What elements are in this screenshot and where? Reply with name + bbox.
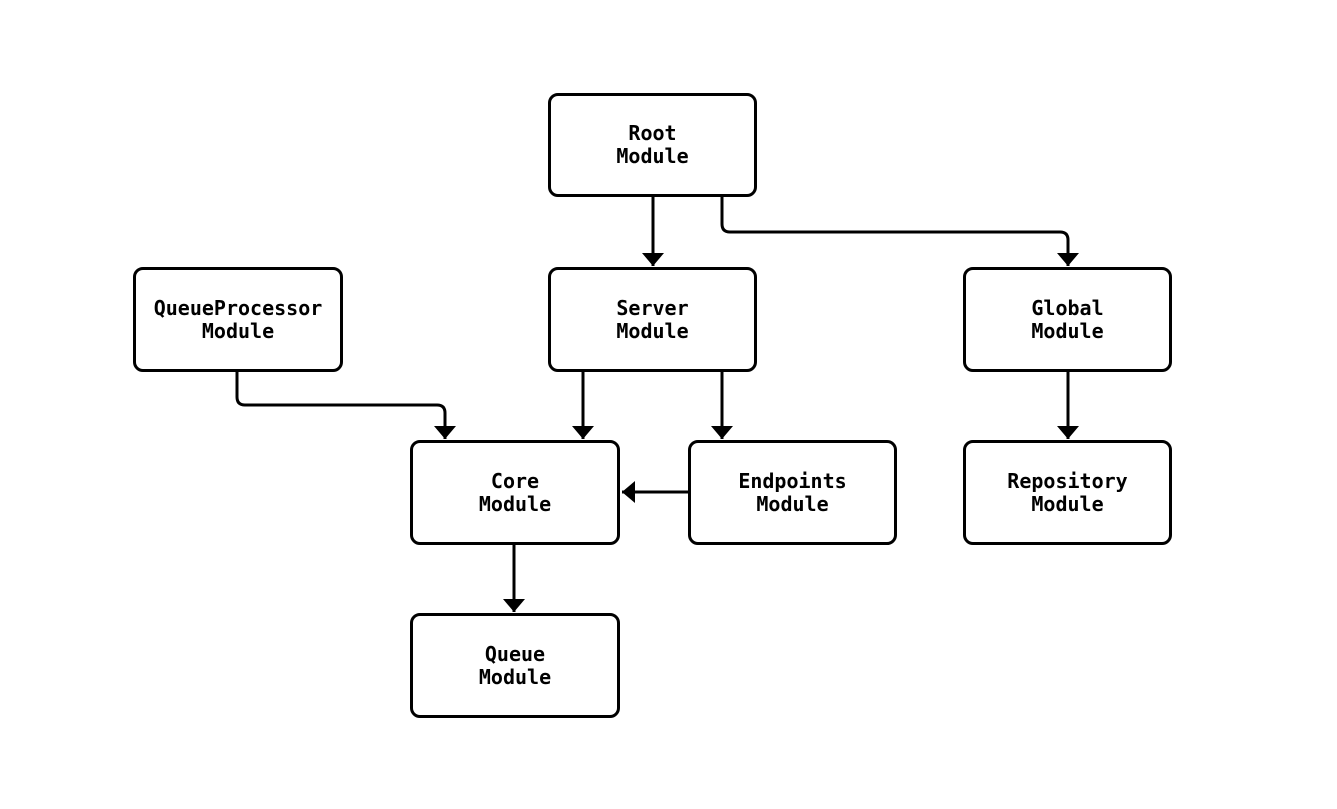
node-label-server-module: Server Module [616,295,689,343]
node-label-queue-module: Queue Module [478,641,552,689]
node-server-module: Server Module [548,267,757,372]
node-label-repository-module: Repository Module [1007,468,1128,516]
node-global-module: Global Module [963,267,1172,372]
node-endpoints-module: Endpoints Module [688,440,897,545]
node-queue-module: Queue Module [410,613,620,718]
node-root-module: Root Module [548,93,757,197]
node-label-root-module: Root Module [616,121,689,168]
node-label-core-module: Core Module [478,468,552,516]
edge-queueprocessor-module-to-core-module [235,372,456,439]
node-queueprocessor-module: QueueProcessor Module [133,267,343,372]
node-label-global-module: Global Module [1031,295,1104,343]
node-core-module: Core Module [410,440,620,545]
edge-root-module-to-global-module [720,197,1079,266]
node-label-endpoints-module: Endpoints Module [738,468,847,516]
node-label-queueprocessor-module: QueueProcessor Module [153,295,323,343]
node-repository-module: Repository Module [963,440,1172,545]
